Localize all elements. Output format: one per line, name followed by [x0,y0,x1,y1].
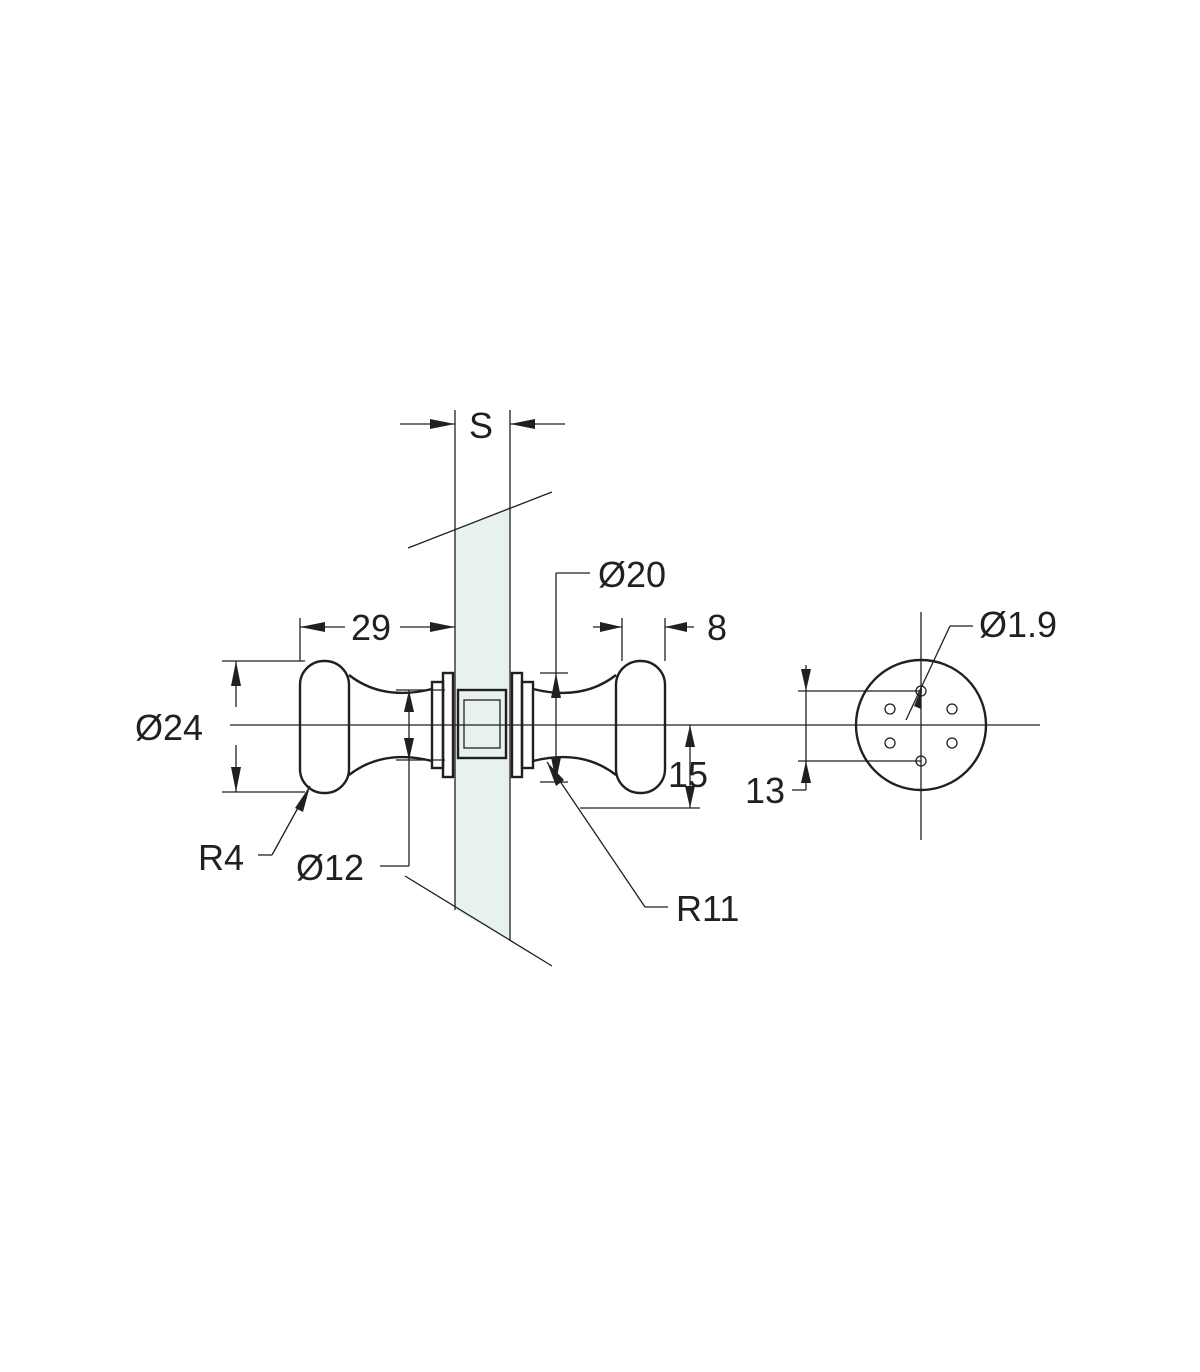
front-view [854,612,988,840]
right-knob [510,659,667,795]
dimension-dia1-9: Ø1.9 [905,604,1057,721]
label-dia20: Ø20 [598,554,666,595]
dimension-r4: R4 [198,785,311,878]
label-r4: R4 [198,837,244,878]
label-s: S [469,405,493,446]
dimension-15: 15 [580,725,708,809]
dimension-r11: R11 [546,761,739,929]
label-13: 13 [745,770,785,811]
dimension-8: 8 [593,607,727,661]
label-dia24: Ø24 [135,707,203,748]
label-8: 8 [707,607,727,648]
dimension-dia12: Ø12 [296,689,445,888]
label-r11: R11 [676,888,739,929]
dimension-29: 29 [299,607,455,661]
glass-panel [404,410,553,967]
dimension-13: 13 [745,665,921,811]
label-dia1-9: Ø1.9 [979,604,1057,645]
dimension-dia24: Ø24 [135,660,305,793]
label-29: 29 [351,607,391,648]
left-knob [298,659,455,795]
dimension-s: S [400,405,565,446]
dimension-dia20: Ø20 [540,554,666,783]
label-dia12: Ø12 [296,847,364,888]
label-15: 15 [668,754,708,795]
glass-connector [456,688,508,760]
